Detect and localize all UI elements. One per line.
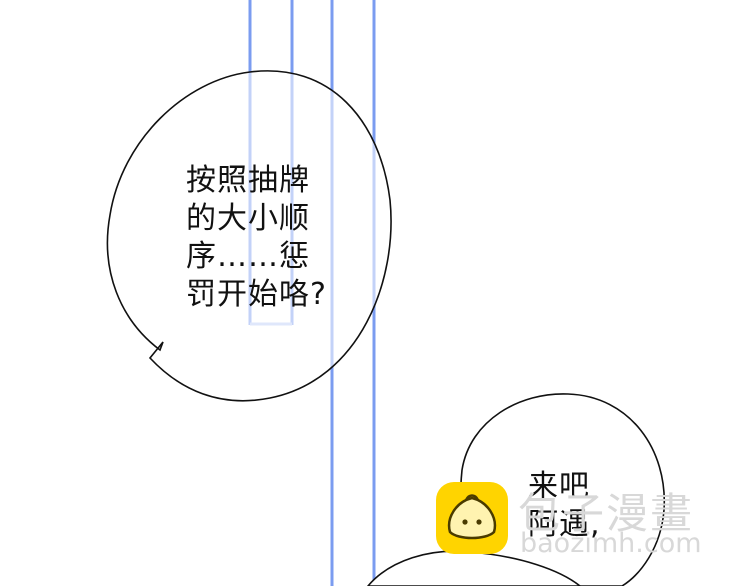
- bubble-1-text: 按照抽牌 的大小顺 序……惩 罚开始咯?: [186, 162, 327, 314]
- bubble-1-line: 按照抽牌: [186, 163, 310, 198]
- speech-bubble-1: [106, 70, 392, 402]
- watermark-url: baozimh.com: [520, 528, 702, 559]
- bubble-2-line: 阿遇,: [528, 507, 601, 542]
- watermark: 包子漫畫 baozimh.com: [436, 478, 736, 568]
- bubble-2-line: 来吧: [528, 469, 590, 504]
- bubble-1-line: 的大小顺: [186, 201, 310, 236]
- bubble-1-line: 序……惩: [186, 239, 310, 274]
- bubble-2-text: 来吧 阿遇,: [528, 468, 601, 544]
- bun-logo-icon: [436, 482, 508, 554]
- bubble-1-line: 罚开始咯?: [186, 277, 327, 312]
- watermark-title: 包子漫畫: [518, 489, 695, 538]
